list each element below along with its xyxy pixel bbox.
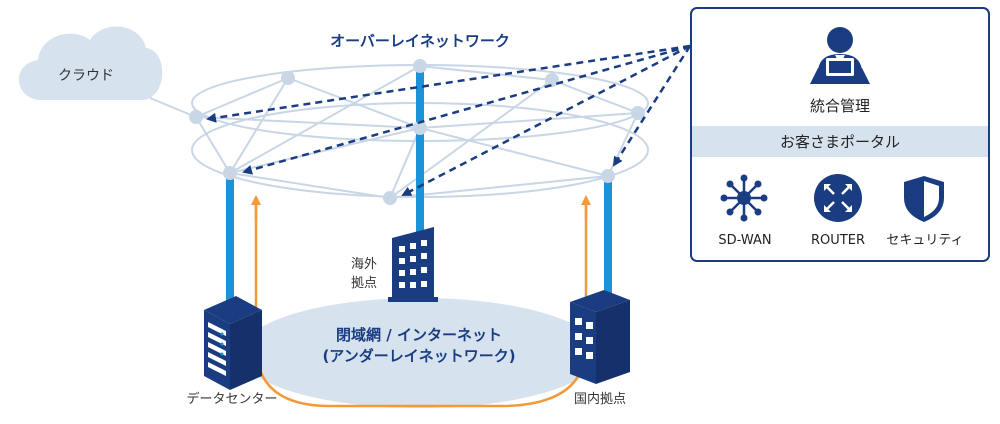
portal-label: お客さまポータル [780, 133, 900, 151]
sd-wan-icon [720, 174, 768, 222]
cloud-connection-line [149, 97, 197, 118]
overlay-nodes [189, 59, 645, 205]
datacenter-label: データセンター [186, 391, 277, 407]
overseas-uplink-bar [416, 66, 424, 232]
router-icon [814, 174, 862, 222]
operator-icon [810, 27, 870, 84]
datacenter-uplink-bar [226, 175, 234, 305]
overseas-site-label-line1: 海外 [351, 257, 377, 272]
management-arrows [206, 44, 692, 197]
overseas-building-icon [388, 227, 438, 302]
overseas-site-label-line2: 拠点 [351, 276, 377, 291]
sd-wan-label: SD-WAN [718, 233, 771, 248]
domestic-building-icon [570, 290, 630, 384]
cloud-icon [18, 26, 163, 101]
underlay-label-line1: 閉域網 / インターネット [336, 326, 502, 344]
underlay-network-ellipse [240, 298, 600, 408]
overlay-title: オーバーレイネットワーク [330, 32, 510, 50]
security-shield-icon [904, 176, 944, 222]
panel-title: 統合管理 [810, 97, 870, 115]
security-label: セキュリティ [886, 233, 963, 248]
datacenter-server-icon [204, 296, 262, 390]
underlay-label-line2: (アンダーレイネットワーク) [322, 347, 515, 365]
domestic-site-label: 国内拠点 [574, 391, 626, 407]
router-label: ROUTER [811, 233, 865, 248]
cloud-label: クラウド [58, 68, 114, 84]
domestic-uplink-bar [604, 178, 612, 293]
portal-bar [692, 126, 988, 157]
